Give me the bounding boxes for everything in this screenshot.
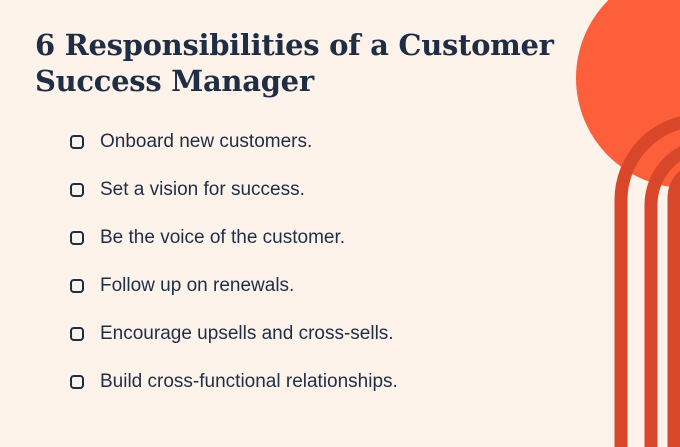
page-title: 6 Responsibilities of a Customer Success…: [35, 27, 575, 99]
checklist-item-label: Onboard new customers.: [100, 131, 313, 152]
responsibility-checklist: Onboard new customers. Set a vision for …: [70, 118, 398, 406]
checkbox-icon: [70, 183, 84, 197]
checklist-item: Be the voice of the customer.: [70, 214, 398, 262]
arch-stripes: [614, 116, 680, 447]
title-line-1: 6 Responsibilities of a Customer: [35, 28, 554, 62]
checkbox-icon: [70, 327, 84, 341]
checklist-item-label: Be the voice of the customer.: [100, 227, 346, 248]
checklist-item: Build cross-functional relationships.: [70, 358, 398, 406]
checkbox-icon: [70, 135, 84, 149]
checklist-item: Encourage upsells and cross-sells.: [70, 310, 398, 358]
checkbox-icon: [70, 279, 84, 293]
checklist-item: Set a vision for success.: [70, 166, 398, 214]
checkbox-icon: [70, 375, 84, 389]
arch-stripe-inner: [667, 170, 680, 447]
arch-stripe-middle: [644, 146, 680, 447]
arch-stripe-outer: [614, 116, 680, 447]
checklist-item: Onboard new customers.: [70, 118, 398, 166]
checkbox-icon: [70, 231, 84, 245]
title-line-2: Success Manager: [35, 64, 314, 98]
checklist-item-label: Set a vision for success.: [100, 179, 305, 200]
decorative-arches: [576, 0, 680, 447]
checklist-item: Follow up on renewals.: [70, 262, 398, 310]
checklist-item-label: Follow up on renewals.: [100, 275, 295, 296]
checklist-item-label: Encourage upsells and cross-sells.: [100, 323, 394, 344]
checklist-item-label: Build cross-functional relationships.: [100, 371, 398, 392]
